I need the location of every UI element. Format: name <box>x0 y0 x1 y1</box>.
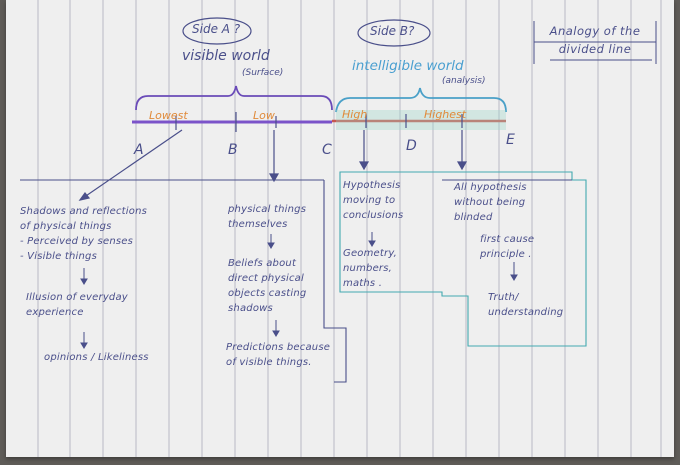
truth-note: Truth/ understanding <box>488 292 564 318</box>
side-b-tag: Side B? <box>370 24 415 38</box>
point-d-label: D <box>406 138 417 154</box>
point-e-label: E <box>506 132 515 148</box>
notebook-page: Analogy of the divided line Side A ? vis… <box>6 0 674 457</box>
surface-label: (Surface) <box>242 68 284 78</box>
side-a-ellipse <box>182 17 252 45</box>
hypothesis-note: Hypothesis moving to conclusions <box>343 180 404 221</box>
column-boxes <box>20 171 587 383</box>
side-a-tag: Side A ? <box>192 22 241 36</box>
physical-things-note: physical things themselves <box>228 204 307 230</box>
note-arrows <box>80 232 518 349</box>
side-b-ellipse <box>357 19 431 47</box>
analysis-label: (analysis) <box>442 76 486 86</box>
visible-world-label: visible world <box>182 48 270 64</box>
illusion-note: Illusion of everyday experience <box>26 292 128 318</box>
all-hypothesis-note: All hypothesis without being blinded <box>454 182 527 223</box>
diagram-title: Analogy of the divided line <box>549 24 641 56</box>
visible-world-bracket <box>135 85 333 111</box>
predictions-note: Predictions because of visible things. <box>226 342 331 368</box>
ruled-lines <box>37 0 662 457</box>
intelligible-world-label: intelligible world <box>352 58 464 74</box>
first-cause-note: first cause principle . <box>480 234 535 260</box>
divided-line-diagram <box>20 0 662 457</box>
division-ticks <box>175 112 463 132</box>
level-high-label: High <box>342 108 368 121</box>
opinions-note: opinions / Likeliness <box>44 352 149 363</box>
intelligible-world-bracket <box>335 87 507 113</box>
point-c-label: C <box>322 142 332 158</box>
level-arrows <box>78 129 468 201</box>
geometry-note: Geometry, numbers, maths . <box>343 248 398 289</box>
beliefs-note: Beliefs about direct physical objects ca… <box>228 258 307 314</box>
level-highest-label: Highest <box>424 108 467 121</box>
highlight-wash <box>336 110 506 130</box>
point-b-label: B <box>228 142 238 158</box>
point-a-label: A <box>134 142 144 158</box>
shadows-note: Shadows and reflections of physical thin… <box>20 206 148 262</box>
level-low-label: Low <box>253 109 275 122</box>
title-underlines <box>533 21 657 64</box>
level-lowest-label: Lowest <box>149 109 188 122</box>
